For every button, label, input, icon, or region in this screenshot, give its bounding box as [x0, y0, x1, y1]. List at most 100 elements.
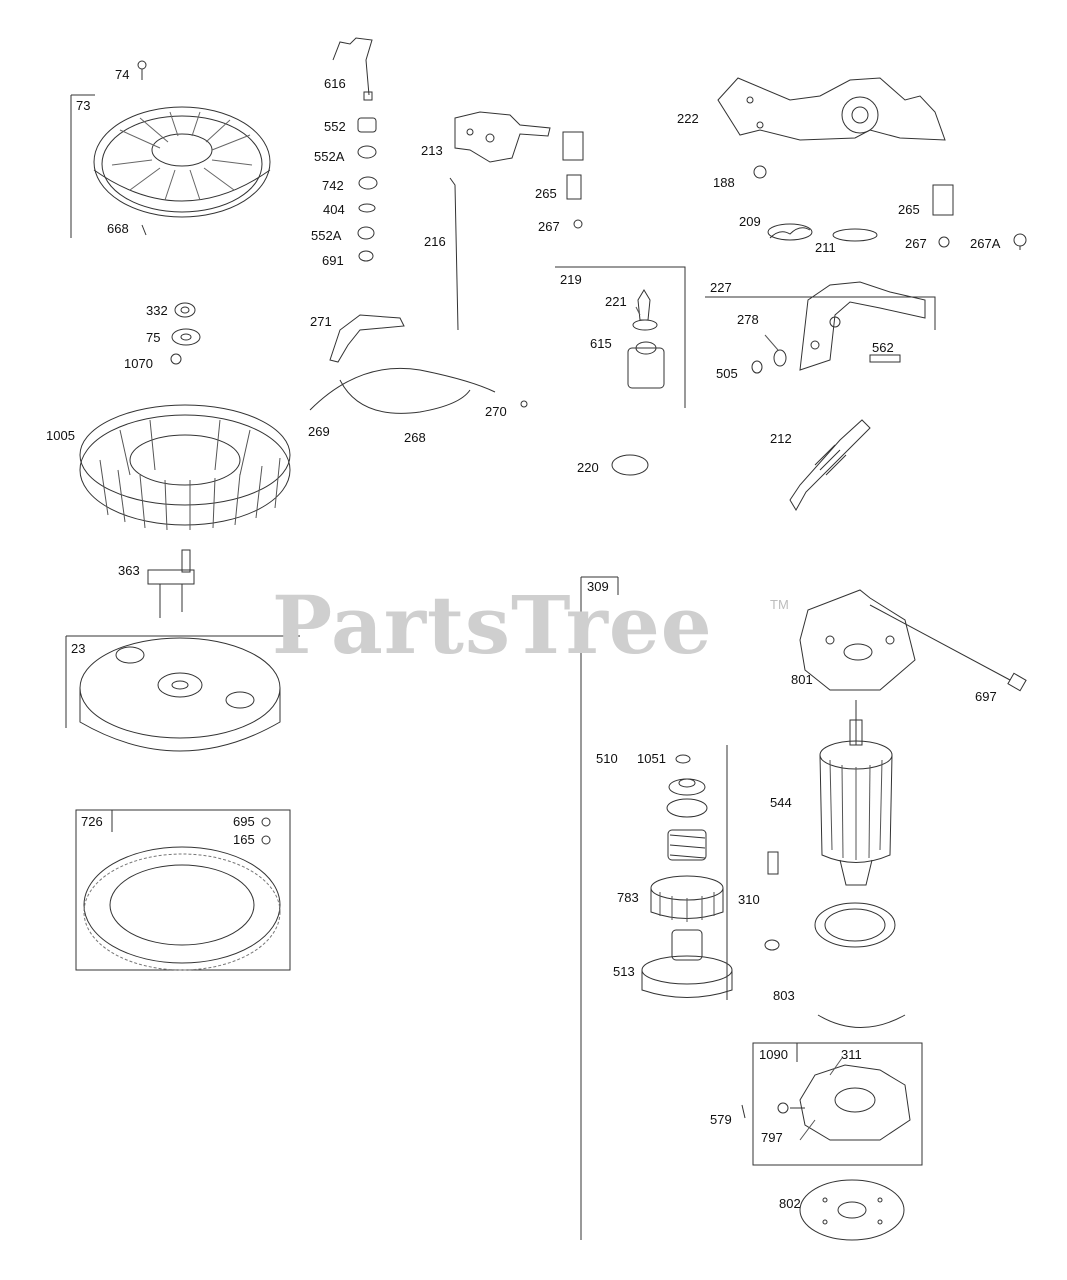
callout-216: 216 — [424, 234, 446, 249]
part-802-end-plate — [800, 1180, 904, 1240]
callout-505: 505 — [716, 366, 738, 381]
callout-803: 803 — [773, 988, 795, 1003]
callout-75: 75 — [146, 330, 161, 345]
part-562-screw — [870, 355, 900, 362]
watermark: PartsTree — [272, 578, 713, 672]
callout-265-b: 265 — [898, 202, 920, 217]
callout-73: 73 — [76, 98, 91, 113]
part-227-bracket — [800, 282, 925, 370]
part-616-lever — [333, 38, 372, 100]
part-165-washer — [262, 836, 270, 844]
part-803-washer — [815, 903, 905, 1028]
part-222-bracket — [718, 78, 945, 140]
callout-616: 616 — [324, 76, 346, 91]
part-1005-flywheel — [80, 405, 290, 530]
leader-lines — [636, 307, 842, 1140]
callout-165: 165 — [233, 832, 255, 847]
part-615-gear — [628, 342, 664, 388]
part-265-plate-b — [933, 185, 953, 215]
callout-513: 513 — [613, 964, 635, 979]
part-1051-clip — [676, 755, 690, 763]
callout-310: 310 — [738, 892, 760, 907]
part-801-end-cap — [800, 590, 915, 690]
callout-552: 552 — [324, 119, 346, 134]
part-697-bolt — [870, 605, 1026, 691]
part-267-screw-b — [939, 237, 949, 247]
part-1090-brush-holder — [778, 1065, 910, 1140]
part-310-spring — [765, 852, 779, 950]
callout-1005: 1005 — [46, 428, 75, 443]
callout-219: 219 — [560, 272, 582, 287]
callout-697: 697 — [975, 689, 997, 704]
part-363-armature — [148, 550, 194, 618]
part-579-spring — [742, 1105, 745, 1118]
callout-1090: 1090 — [759, 1047, 788, 1062]
part-668-clip — [142, 225, 146, 235]
callout-221: 221 — [605, 294, 627, 309]
callout-309: 309 — [587, 579, 609, 594]
callout-311: 311 — [841, 1047, 862, 1062]
part-stack-552-691 — [358, 118, 377, 261]
part-271-lever — [330, 315, 404, 362]
part-783-gear — [651, 876, 723, 922]
part-513-pinion — [642, 930, 732, 998]
callout-1051: 1051 — [637, 751, 666, 766]
part-73-rotating-screen — [94, 107, 270, 217]
callout-267A: 267A — [970, 236, 1001, 251]
callout-220: 220 — [577, 460, 599, 475]
callout-510: 510 — [596, 751, 618, 766]
part-188-screw — [754, 166, 766, 178]
part-267A-screw — [1014, 234, 1026, 250]
callout-267: 267 — [538, 219, 560, 234]
part-544-armature — [820, 700, 892, 885]
callout-797: 797 — [761, 1130, 783, 1145]
part-270-clip — [521, 401, 527, 407]
callout-227: 227 — [710, 280, 732, 295]
part-1070-screw — [171, 354, 181, 364]
part-268-cable — [310, 368, 495, 413]
callout-691: 691 — [322, 253, 344, 268]
callout-562: 562 — [872, 340, 894, 355]
callout-278: 278 — [737, 312, 759, 327]
part-726-ring-gear — [84, 847, 280, 970]
callout-270: 270 — [485, 404, 507, 419]
callout-265: 265 — [535, 186, 557, 201]
callout-783: 783 — [617, 890, 639, 905]
callout-544: 544 — [770, 795, 792, 810]
callout-269: 269 — [308, 424, 330, 439]
callout-552A: 552A — [314, 149, 345, 164]
callout-726: 726 — [81, 814, 103, 829]
part-211-spring — [833, 229, 877, 241]
callout-802: 802 — [779, 1196, 801, 1211]
part-505-nut — [752, 361, 762, 373]
part-695-screw — [262, 818, 270, 826]
part-220-washer — [612, 455, 648, 475]
part-216-rod — [450, 178, 458, 330]
part-213-bracket — [455, 112, 550, 162]
callout-209: 209 — [739, 214, 761, 229]
callout-1070: 1070 — [124, 356, 153, 371]
callout-668: 668 — [107, 221, 129, 236]
callout-212: 212 — [770, 431, 792, 446]
callout-222: 222 — [677, 111, 699, 126]
group-brackets — [66, 95, 935, 1240]
part-212-link — [790, 420, 870, 510]
callout-552A-b: 552A — [311, 228, 342, 243]
callout-363: 363 — [118, 563, 140, 578]
part-74-screw — [138, 61, 146, 80]
part-332-nut — [175, 303, 195, 317]
part-267-screw — [574, 220, 582, 228]
watermark-trademark: TM — [770, 597, 789, 612]
callout-211: 211 — [815, 240, 836, 255]
callout-742: 742 — [322, 178, 344, 193]
part-221-pin — [633, 290, 657, 330]
callout-695: 695 — [233, 814, 255, 829]
callout-74: 74 — [115, 67, 130, 82]
callout-271: 271 — [310, 314, 332, 329]
callout-801: 801 — [791, 672, 813, 687]
callout-268: 268 — [404, 430, 426, 445]
part-265-plate — [563, 132, 583, 199]
callout-267-b: 267 — [905, 236, 927, 251]
callout-188: 188 — [713, 175, 735, 190]
